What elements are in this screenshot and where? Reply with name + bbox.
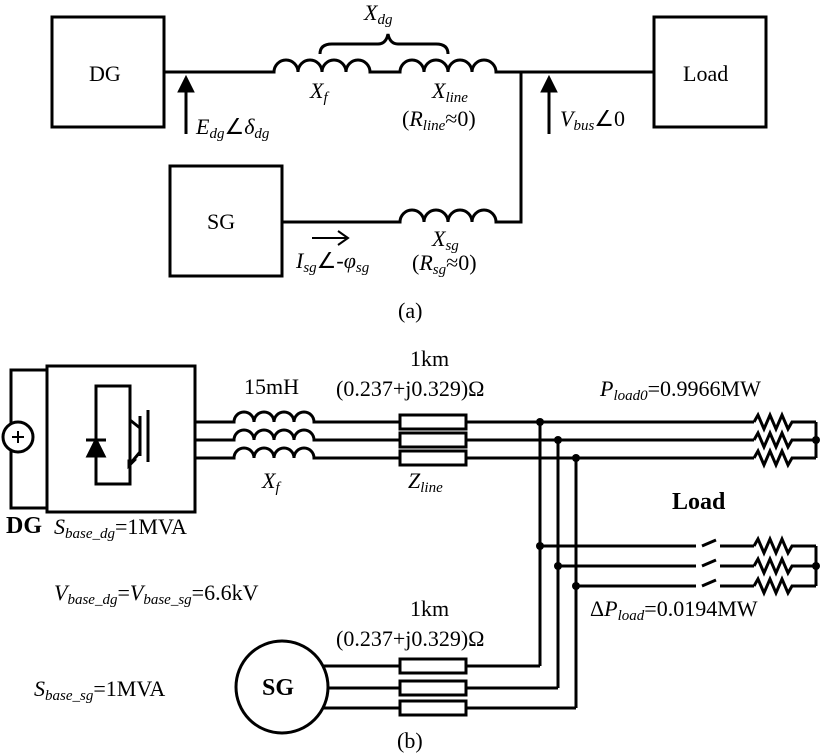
isg-label: Isg∠-φsg <box>296 248 370 276</box>
igbt-diode-icon <box>85 384 150 486</box>
zline-label: Zline <box>408 468 443 496</box>
dg-b-label: DG <box>6 513 42 539</box>
phase-line-b <box>195 428 400 442</box>
line2-impedance-label: (0.237+j0.329)Ω <box>336 626 485 651</box>
step-load-switch-c <box>576 578 754 588</box>
step-resistor-c <box>752 575 816 597</box>
vbase-label: Vbase_dg=Vbase_sg=6.6kV <box>54 580 259 608</box>
xsg-label: Xsg <box>432 226 459 254</box>
load-resistor-c <box>752 447 816 469</box>
load-resistor-a <box>752 411 816 433</box>
sbase-sg-label: Sbase_sg=1MVA <box>34 676 166 704</box>
load-box-label: Load <box>683 61 729 86</box>
pload0-label: Pload0=0.9966MW <box>600 376 761 404</box>
line1-length-label: 1km <box>410 346 450 371</box>
edg-label: Edg∠δdg <box>196 114 270 142</box>
step-load-switch-a <box>540 538 754 548</box>
caption-a: (a) <box>398 298 423 323</box>
line1-impedance-label: (0.237+j0.329)Ω <box>336 376 485 401</box>
delta-pload-label: ΔPload=0.0194MW <box>590 596 758 624</box>
phase-line-c <box>195 446 400 460</box>
step-load-switch-b <box>558 558 754 568</box>
converter-box <box>45 364 197 514</box>
xdg-brace <box>318 33 450 55</box>
line-impedance-b <box>398 431 468 449</box>
line-impedance-a <box>398 413 468 431</box>
load-b-label: Load <box>672 489 726 515</box>
sg-generator-label: SG <box>262 675 295 701</box>
inductance-label: 15mH <box>244 374 299 399</box>
load-resistor-b <box>752 429 816 451</box>
xline-label: Xline <box>432 78 468 106</box>
step-resistor-b <box>752 555 816 577</box>
rline-label: (Rline≈0) <box>402 106 476 134</box>
line-impedance-c <box>398 449 468 467</box>
dc-source-icon <box>1 420 35 454</box>
sg-line-impedance-c <box>398 699 468 717</box>
sbase-dg-label: Sbase_dg=1MVA <box>54 514 187 542</box>
sg-line <box>282 72 523 224</box>
sg-line-impedance-b <box>398 679 468 697</box>
phase-line-a <box>195 410 400 424</box>
sg-box-label: SG <box>207 209 236 234</box>
sg-line-impedance-a <box>398 657 468 675</box>
line2-length-label: 1km <box>410 596 450 621</box>
step-resistor-a <box>752 535 816 557</box>
xdg-label: Xdg <box>364 0 393 28</box>
main-bus-line <box>164 58 654 74</box>
rsg-label: (Rsg≈0) <box>412 250 477 278</box>
xf-b-label: Xf <box>262 468 280 496</box>
dg-box-label: DG <box>89 61 121 86</box>
caption-b: (b) <box>397 728 423 753</box>
xf-label: Xf <box>310 78 328 106</box>
vbus-label: Vbus∠0 <box>560 106 626 134</box>
